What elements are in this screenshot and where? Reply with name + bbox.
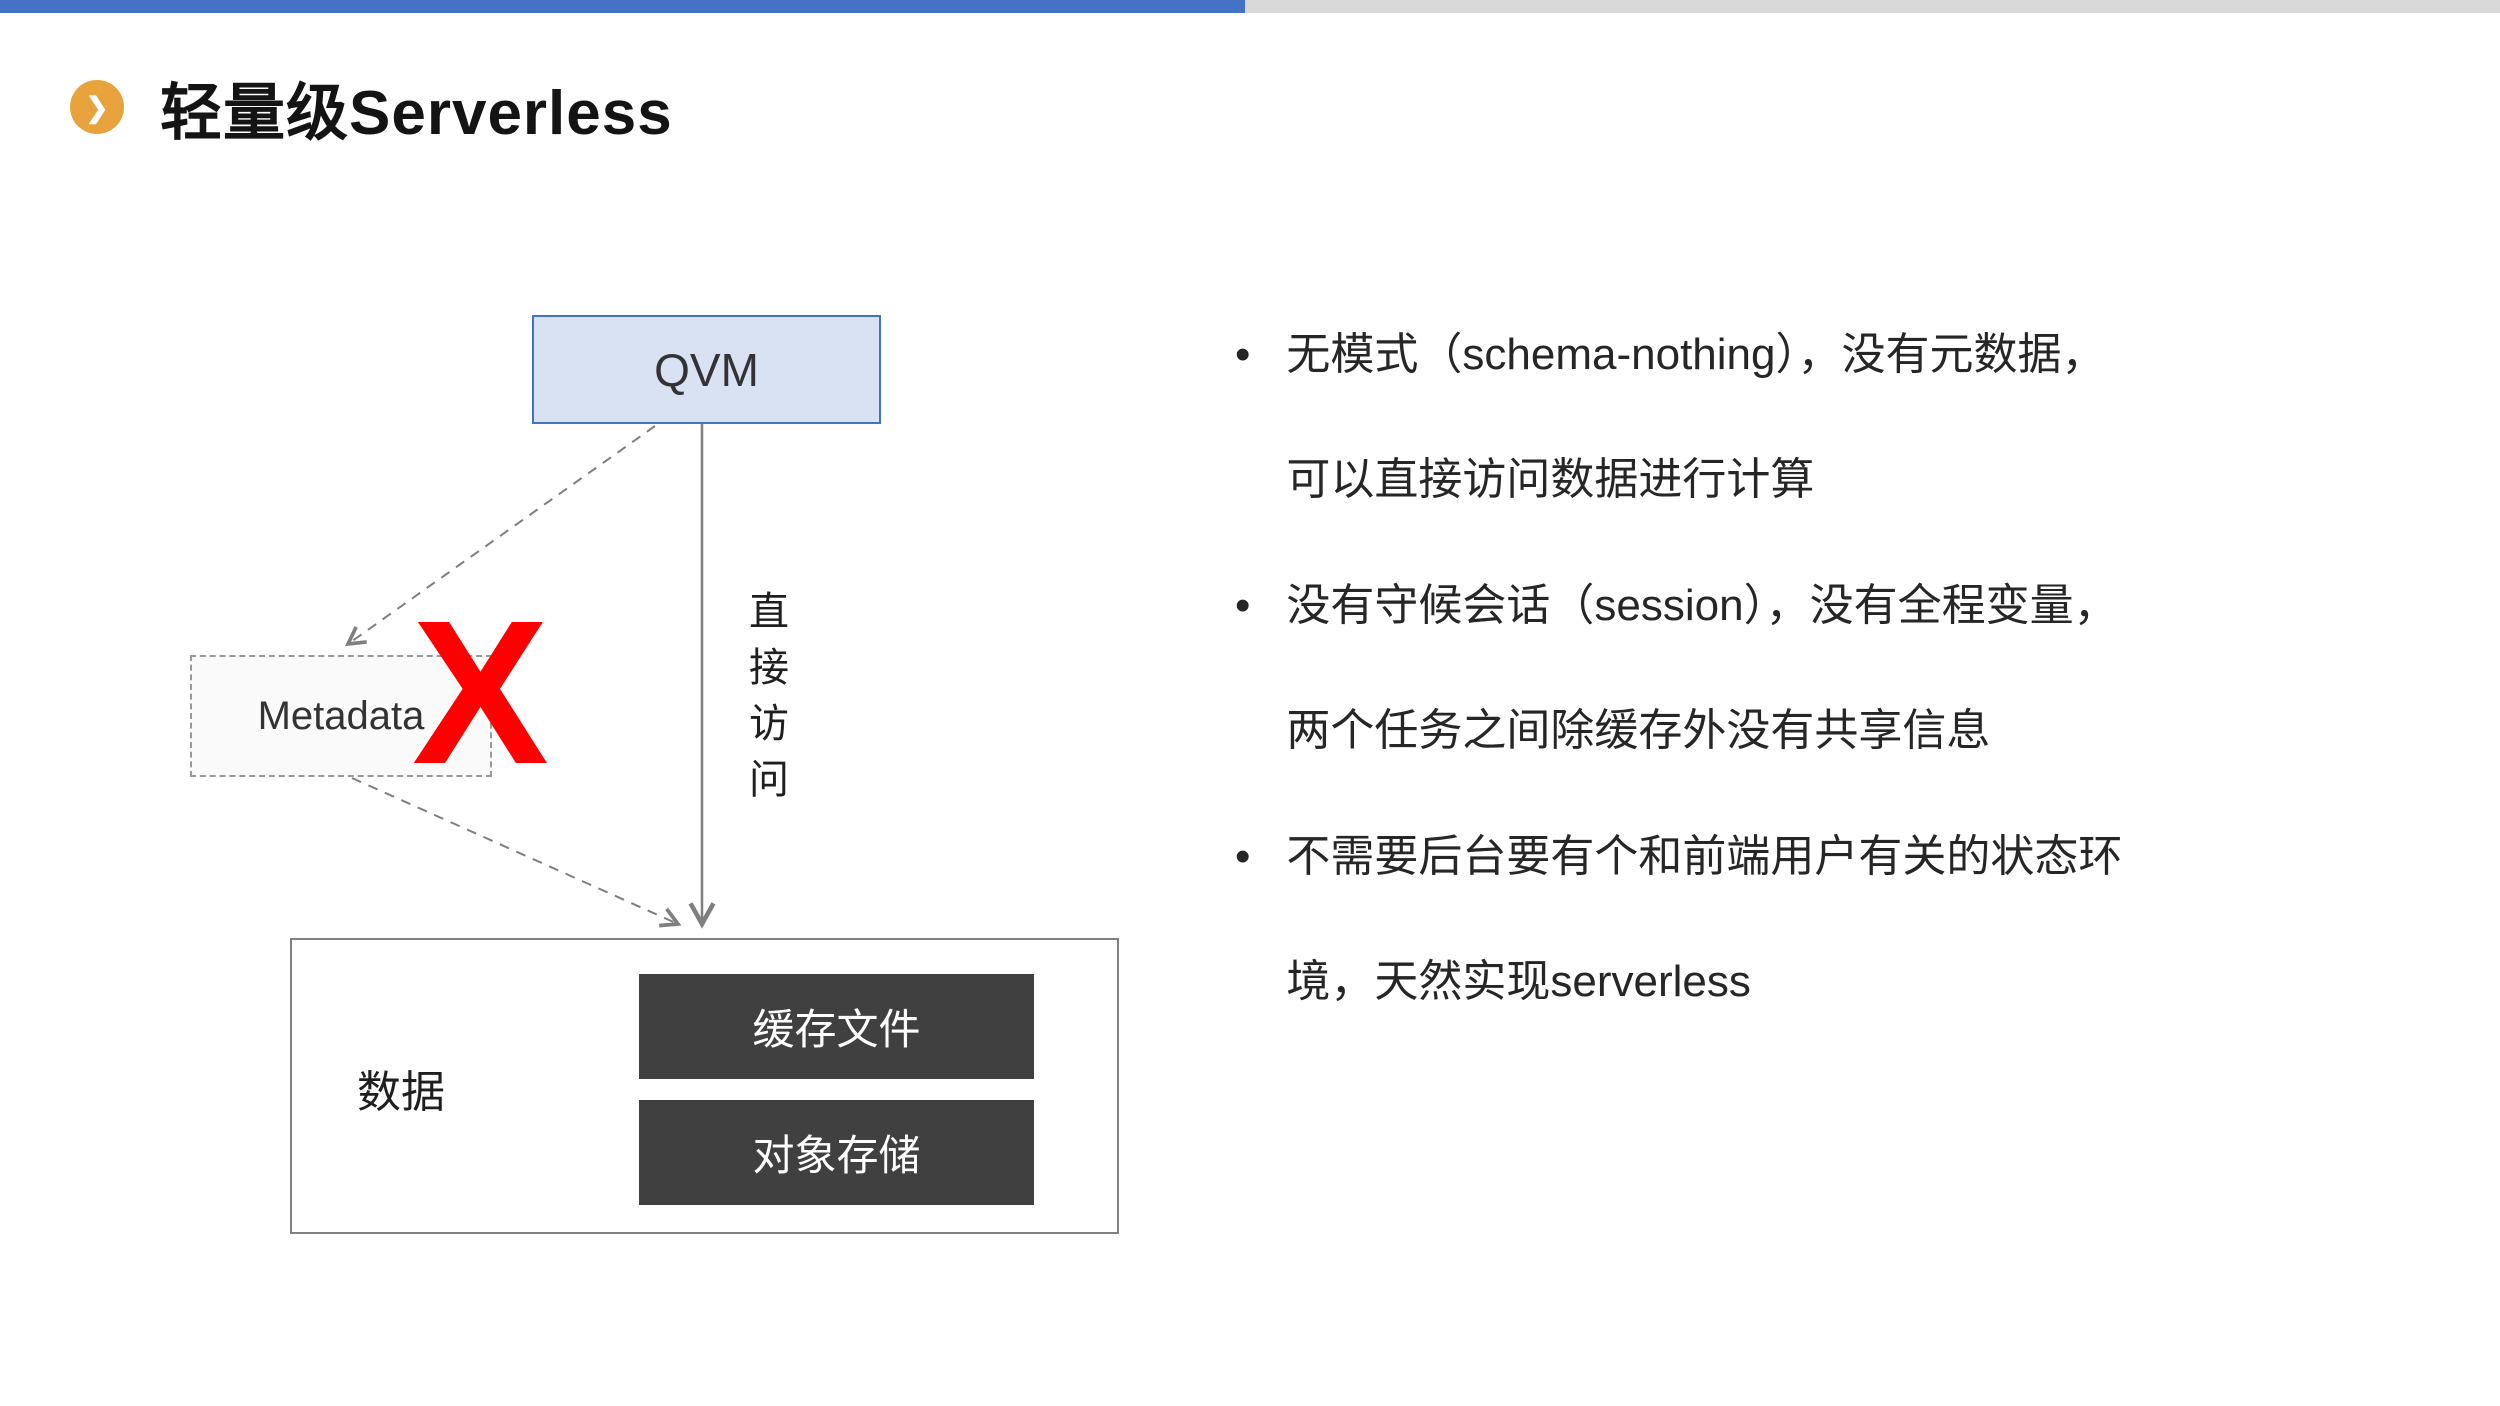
chevron-glyph: ❯: [85, 91, 109, 123]
bullet-item-no-session: • 没有守候会话（session），没有全程变量， 两个任务之间除缓存外没有共享…: [1235, 543, 2455, 794]
crossed-out-x-mark: X: [412, 578, 549, 807]
page-title: 轻量级Serverless: [160, 79, 673, 148]
bullet-marker: •: [1235, 580, 1251, 630]
data-label: 数据: [357, 1068, 445, 1117]
direct-access-label: 直接访问: [743, 590, 787, 814]
bullet-text: 不需要后台要有个和前端用户有关的状态环 境，天然实现serverless: [1286, 831, 2123, 1006]
metadata-label: Metadata: [257, 693, 425, 738]
bullet-marker: •: [1235, 831, 1251, 881]
metadata-node: Metadata: [190, 655, 492, 777]
chevron-right-circle-icon: ❯: [70, 80, 124, 134]
bullet-item-schema-nothing: • 无模式（schema-nothing），没有元数据， 可以直接访问数据进行计…: [1235, 292, 2455, 543]
bullet-text: 无模式（schema-nothing），没有元数据， 可以直接访问数据进行计算: [1286, 330, 2106, 505]
bullet-text: 没有守候会话（session），没有全程变量， 两个任务之间除缓存外没有共享信息: [1286, 580, 2118, 756]
top-accent-bar: [0, 0, 1245, 13]
object-storage-node: 对象存储: [639, 1100, 1034, 1205]
top-gray-bar: [1245, 0, 2500, 13]
bullet-item-serverless: • 不需要后台要有个和前端用户有关的状态环 境，天然实现serverless: [1235, 794, 2455, 1045]
bullet-list: • 无模式（schema-nothing），没有元数据， 可以直接访问数据进行计…: [1235, 292, 2455, 1044]
object-storage-label: 对象存储: [752, 1132, 921, 1179]
qvm-label: QVM: [654, 343, 759, 396]
cache-file-node: 缓存文件: [639, 974, 1034, 1079]
qvm-node: QVM: [532, 315, 881, 424]
title-row: ❯ 轻量级Serverless: [70, 62, 673, 152]
cache-file-label: 缓存文件: [752, 1006, 921, 1053]
bullet-marker: •: [1235, 330, 1251, 379]
data-container-node: 数据 缓存文件 对象存储: [290, 938, 1119, 1234]
